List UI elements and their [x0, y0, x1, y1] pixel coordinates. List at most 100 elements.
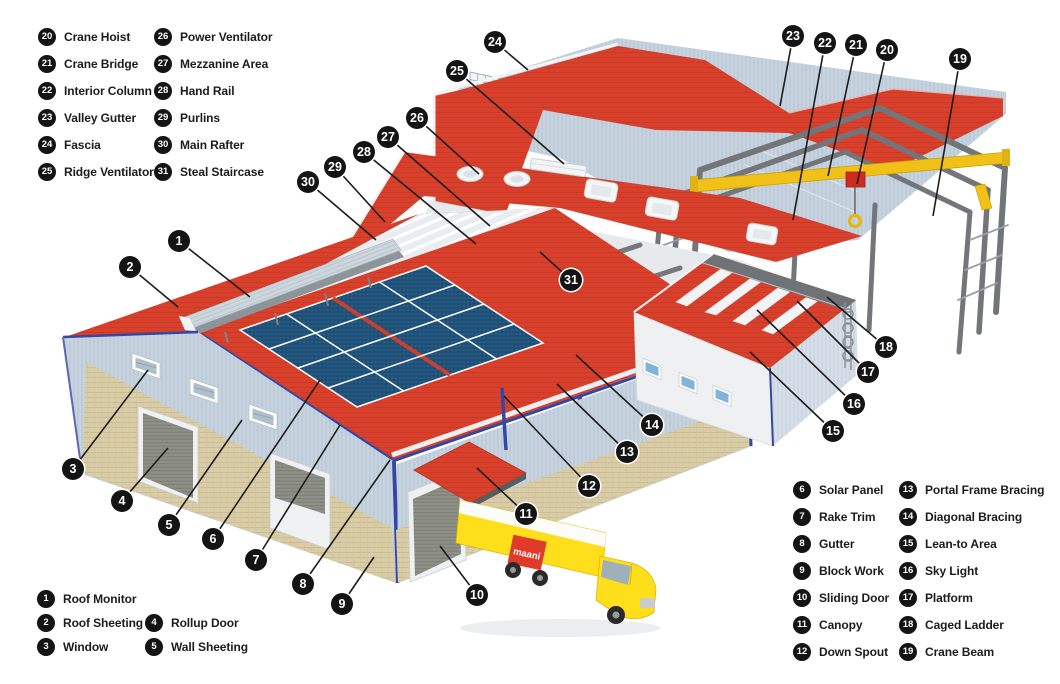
- callout-31: 31: [560, 269, 582, 291]
- legend-item-label: Crane Bridge: [64, 57, 139, 71]
- legend-item-label: Diagonal Bracing: [925, 510, 1023, 524]
- rake-trim: [197, 330, 394, 462]
- legend-number-badge: 12: [793, 643, 811, 661]
- legend-item: 19 Crane Beam: [899, 643, 1044, 661]
- legend-number-badge: 26: [154, 28, 172, 46]
- legend-item: 16 Sky Light: [899, 562, 1044, 580]
- legend-item: 24 Fascia: [38, 136, 154, 154]
- crane-bracket: [974, 183, 993, 211]
- leader-22: [792, 42, 826, 221]
- leader-27: [387, 136, 491, 227]
- callout-11: 11: [515, 503, 537, 525]
- leader-23: [779, 35, 794, 107]
- roof-platform: [700, 254, 856, 310]
- legend-number-badge: 13: [899, 481, 917, 499]
- callout-6: 6: [202, 528, 224, 550]
- legend-item-label: Rollup Door: [171, 616, 239, 630]
- ridge-ventilator: [529, 157, 588, 178]
- legend-number-badge: 6: [793, 481, 811, 499]
- leader-30: [307, 181, 377, 241]
- leader-17: [796, 300, 869, 373]
- callout-19: 19: [949, 48, 971, 70]
- callout-24: 24: [484, 31, 506, 53]
- legend-item-label: Wall Sheeting: [171, 640, 248, 654]
- leader-16: [756, 309, 855, 405]
- leader-6: [212, 379, 321, 540]
- crane-hook: [847, 213, 863, 229]
- window: [131, 352, 278, 431]
- down-spout: [500, 387, 508, 451]
- legend-number-badge: 1: [37, 590, 55, 608]
- lean-to-right-wall: [770, 300, 858, 446]
- callout-2: 2: [119, 256, 141, 278]
- legend-item-label: Crane Beam: [925, 645, 995, 659]
- callout-29: 29: [324, 156, 346, 178]
- callout-22: 22: [814, 32, 836, 54]
- callout-4: 4: [111, 490, 133, 512]
- leader-5: [168, 419, 243, 526]
- leader-12: [503, 395, 590, 487]
- callout-7: 7: [245, 549, 267, 571]
- legend-item-label: Solar Panel: [819, 483, 884, 497]
- delivery-truck: maani: [455, 499, 660, 637]
- leader-1: [178, 240, 251, 298]
- legend-item-label: Roof Monitor: [63, 592, 137, 606]
- legend-item-label: Fascia: [64, 138, 101, 152]
- legend-number-badge: 19: [899, 643, 917, 661]
- legend-item-label: Sky Light: [925, 564, 979, 578]
- callout-13: 13: [616, 441, 638, 463]
- callout-15: 15: [822, 420, 844, 442]
- truck-logo: maani: [507, 534, 547, 571]
- legend-item-label: Main Rafter: [180, 138, 245, 152]
- legend-number-badge: 25: [38, 163, 56, 181]
- middle-wing: [325, 151, 862, 278]
- callout-10: 10: [466, 584, 488, 606]
- legend-number-badge: 24: [38, 136, 56, 154]
- lean-to-window: [642, 357, 732, 408]
- callout-20: 20: [876, 39, 898, 61]
- legend-item: 1 Roof Monitor: [37, 590, 143, 608]
- leader-26: [416, 117, 480, 175]
- callout-25: 25: [446, 60, 468, 82]
- lean-to: [633, 253, 858, 447]
- callout-8: 8: [292, 573, 314, 595]
- rollup-door: [137, 405, 331, 551]
- truck-wheels: [505, 562, 625, 624]
- legend-number-badge: 14: [899, 508, 917, 526]
- callout-9: 9: [331, 593, 353, 615]
- legend-number-badge: 8: [793, 535, 811, 553]
- leader-15: [749, 351, 834, 432]
- legend-number-badge: 31: [154, 163, 172, 181]
- legend-number-badge: 15: [899, 535, 917, 553]
- legend-item-label: Window: [63, 640, 109, 654]
- callout-12: 12: [578, 475, 600, 497]
- callout-5: 5: [158, 514, 180, 536]
- rear-roof: [434, 46, 1003, 302]
- legend-number-badge: 7: [793, 508, 811, 526]
- callout-26: 26: [406, 107, 428, 129]
- legend-number-badge: 28: [154, 82, 172, 100]
- legend-number-badge: 16: [899, 562, 917, 580]
- leader-lines: [72, 35, 961, 605]
- sliding-door: [407, 469, 467, 583]
- callout-16: 16: [843, 393, 865, 415]
- legend-item-label: Rake Trim: [819, 510, 876, 524]
- middle-wing-roof: [327, 152, 862, 277]
- legend-item-label: Mezzanine Area: [180, 57, 269, 71]
- callout-30: 30: [297, 171, 319, 193]
